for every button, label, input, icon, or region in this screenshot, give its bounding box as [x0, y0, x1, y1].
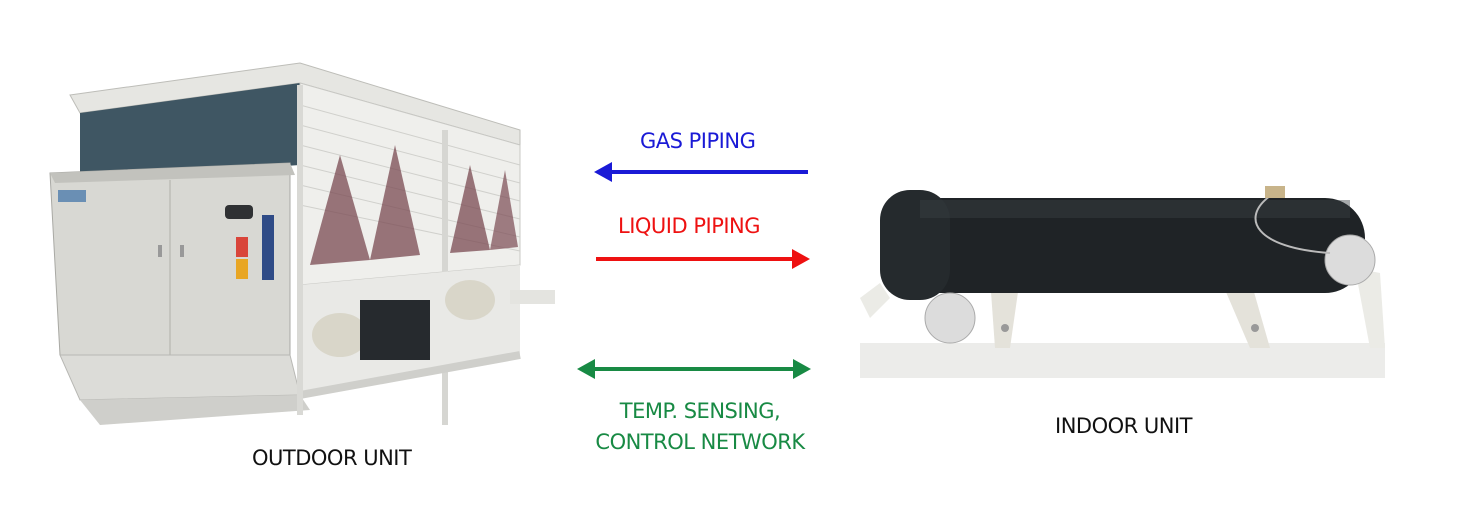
liquid-arrow-head-right — [792, 249, 810, 269]
liquid-piping-label: LIQUID PIPING — [618, 214, 761, 238]
control-network-label-line1: TEMP. SENSING, — [619, 399, 781, 423]
indoor-unit-label: INDOOR UNIT — [1055, 414, 1193, 438]
gas-piping-arrow — [594, 162, 808, 182]
outdoor-unit-image — [49, 62, 555, 425]
network-arrow-head-left — [577, 359, 595, 379]
gas-piping-label: GAS PIPING — [640, 129, 756, 153]
network-arrow-head-right — [793, 359, 811, 379]
indoor-unit-image — [860, 186, 1385, 378]
control-network-label: TEMP. SENSING, CONTROL NETWORK — [560, 396, 840, 458]
control-network-label-line2: CONTROL NETWORK — [595, 430, 805, 454]
gas-arrow-head-left — [594, 162, 612, 182]
control-network-arrow — [577, 359, 811, 379]
outdoor-unit-label: OUTDOOR UNIT — [252, 446, 412, 470]
liquid-piping-arrow — [596, 249, 810, 269]
